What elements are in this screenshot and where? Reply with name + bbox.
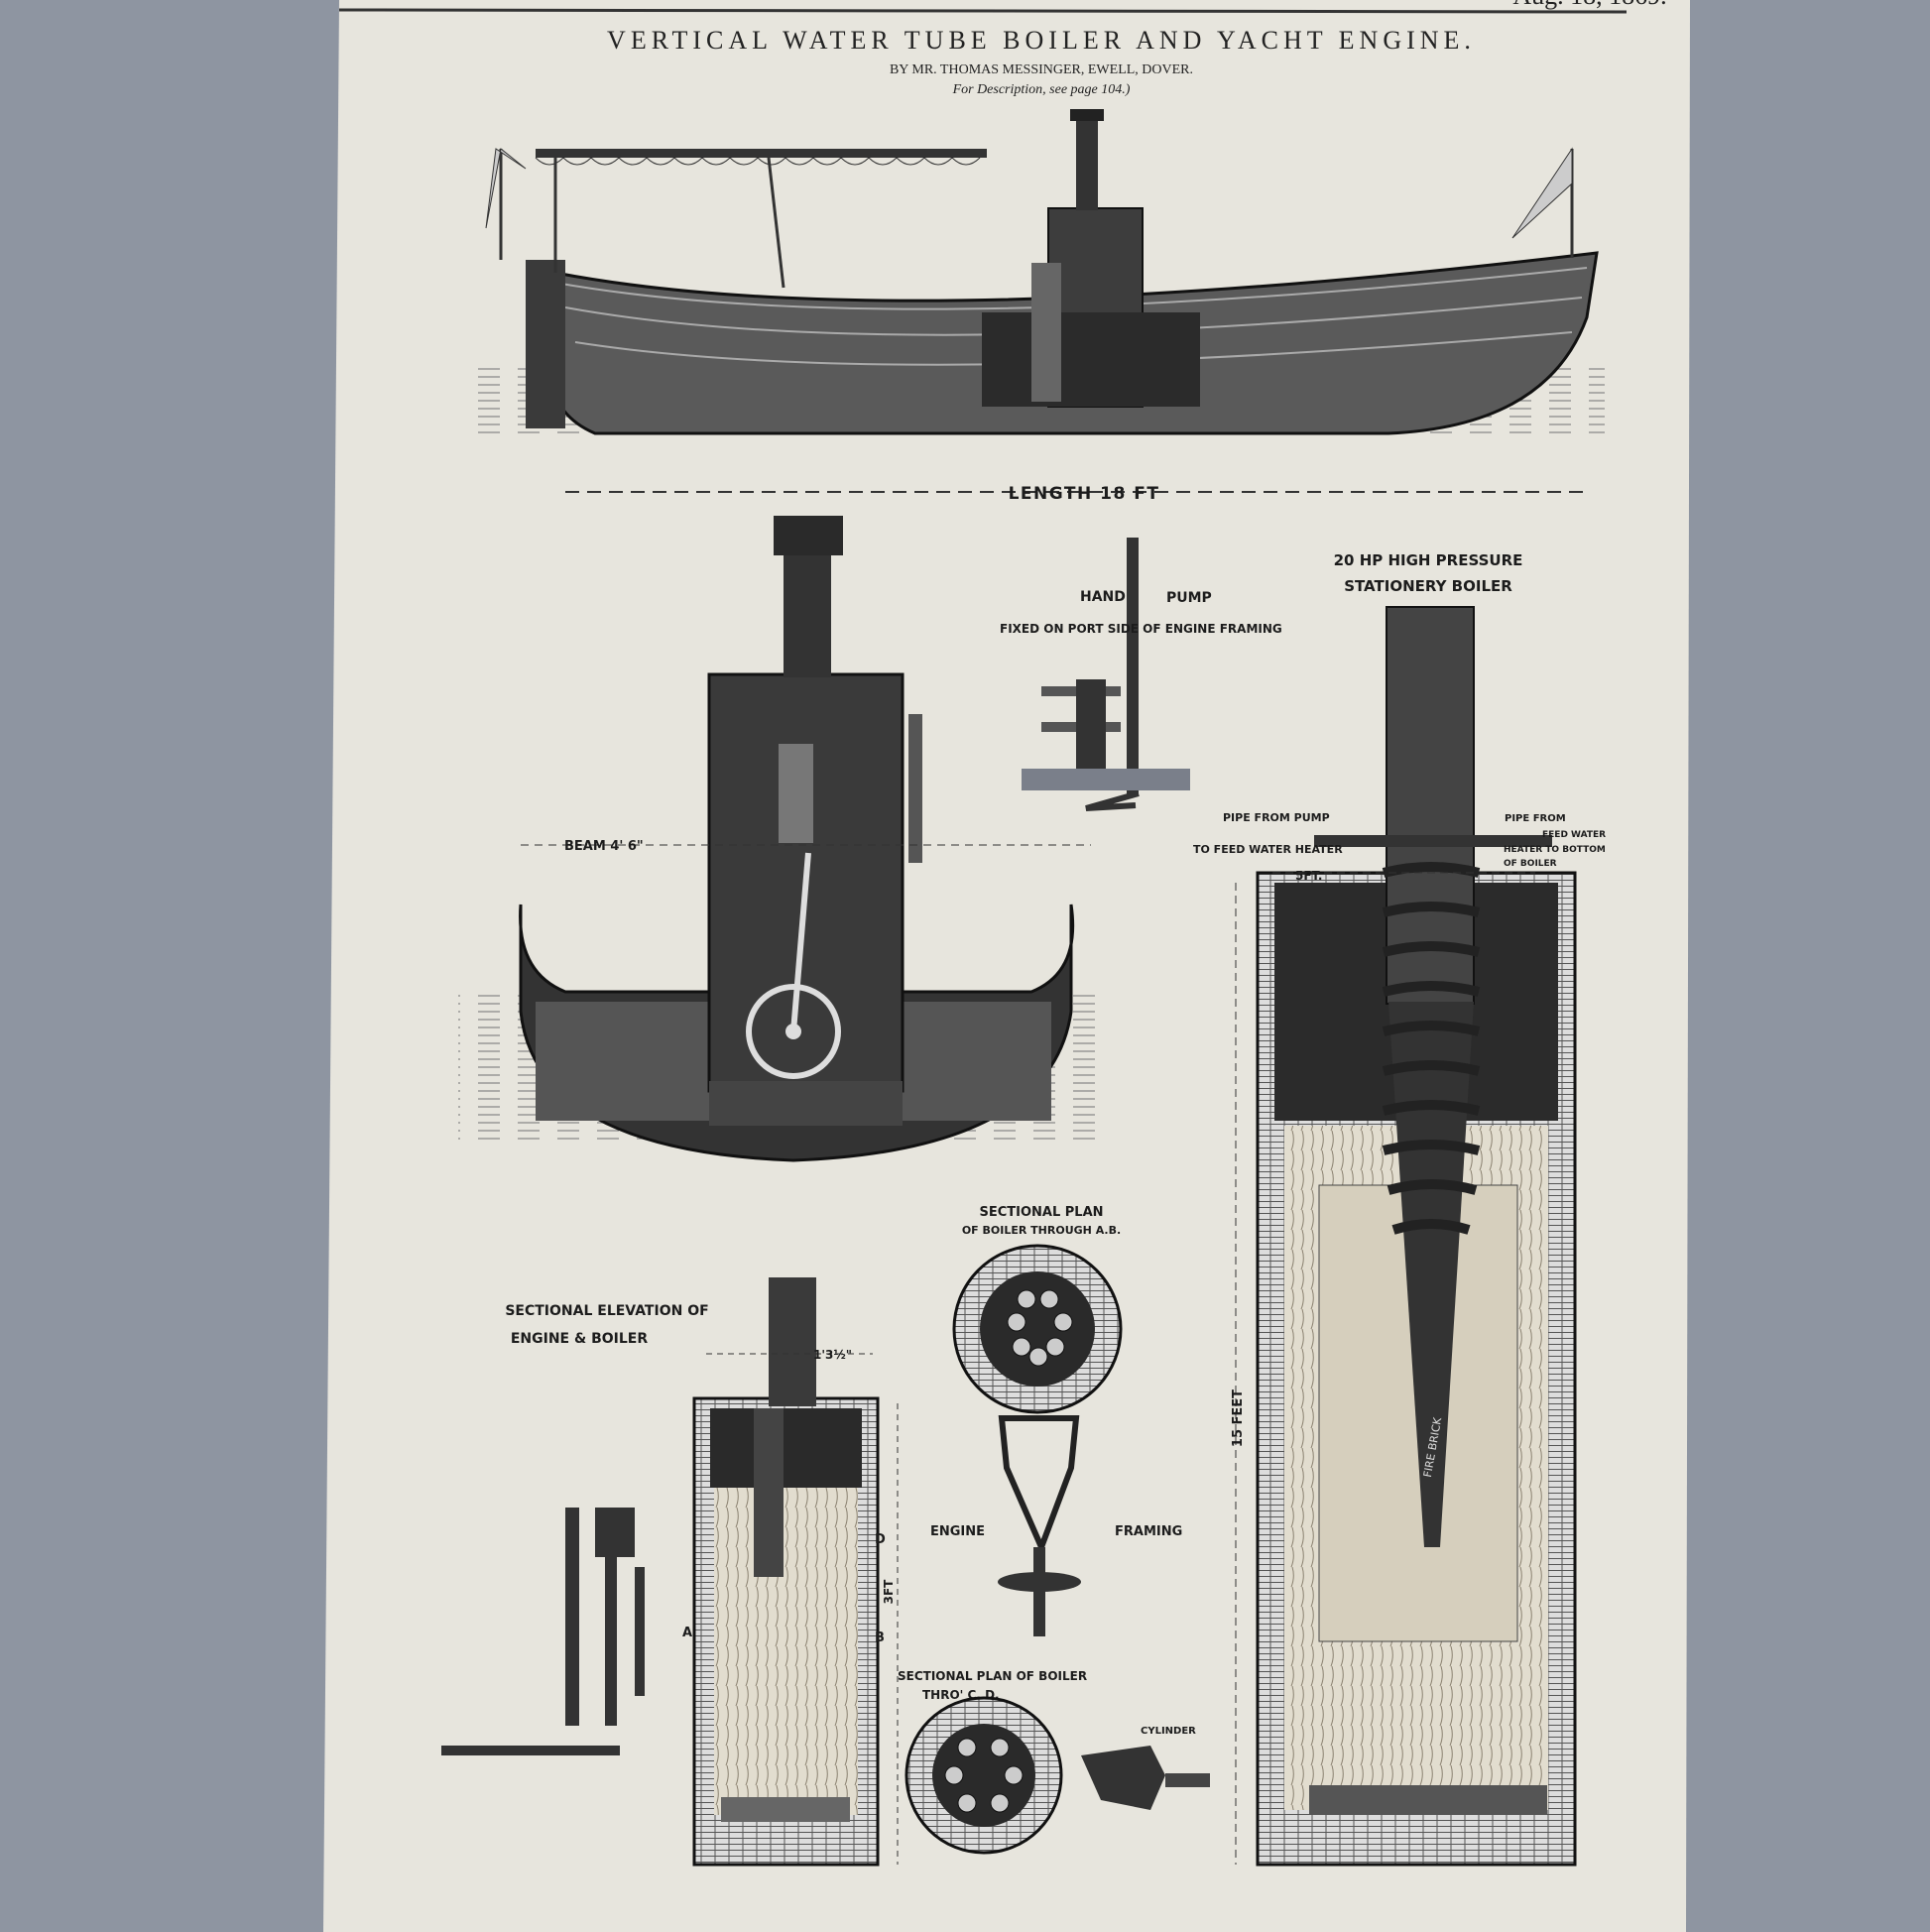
plate-title: VERTICAL WATER TUBE BOILER AND YACHT ENG… <box>607 26 1476 55</box>
sectional-plan-cd: SECTIONAL PLAN OF BOILER THRO' C. D. CYL… <box>898 1669 1210 1855</box>
plan-ab-title-2: OF BOILER THROUGH A.B. <box>962 1224 1121 1237</box>
five-ft-label: 5FT. <box>1295 869 1322 883</box>
plan-cd-title-1: SECTIONAL PLAN OF BOILER <box>898 1669 1087 1683</box>
pipe-from-pump-2: TO FEED WATER HEATER <box>1193 843 1343 856</box>
hand-pump-drawing: HAND PUMP FIXED ON PORT SIDE OF ENGINE F… <box>1000 538 1282 811</box>
mark-d: D <box>875 1532 886 1547</box>
engine-label: ENGINE <box>930 1524 985 1539</box>
issue-date: Aug. 18, 1869. <box>1512 0 1666 10</box>
sec-elev-title-2: ENGINE & BOILER <box>511 1331 648 1347</box>
pipe-from-2: FEED WATER <box>1542 830 1606 840</box>
pipe-from-4: OF BOILER <box>1504 859 1557 869</box>
pump-label: PUMP <box>1166 590 1212 606</box>
description-note: For Description, see page 104.) <box>952 82 1131 97</box>
stationery-boiler-section: 20 HP HIGH PRESSURE STATIONERY BOILER 5F… <box>1193 551 1606 1867</box>
beam-label: BEAM 4' 6" <box>564 839 644 854</box>
three-ft-label: 3FT <box>882 1579 896 1605</box>
stationery-title-1: 20 HP HIGH PRESSURE <box>1334 551 1523 569</box>
page-header: Aug. 18, 1869. VERTICAL WATER TUBE BOILE… <box>338 0 1667 97</box>
cylinder-label: CYLINDER <box>1141 1726 1196 1737</box>
framing-label: FRAMING <box>1115 1524 1182 1539</box>
sectional-plan-ab: SECTIONAL PLAN OF BOILER THROUGH A.B. EN… <box>930 1205 1182 1636</box>
yacht-side-elevation: LENGTH 18 FT <box>474 109 1605 504</box>
sec-elev-title-1: SECTIONAL ELEVATION OF <box>505 1303 708 1319</box>
length-label: LENGTH 18 FT <box>1009 484 1160 504</box>
boiler-hull-section: BEAM 4' 6" <box>458 516 1097 1162</box>
byline: BY MR. THOMAS MESSINGER, EWELL, DOVER. <box>890 62 1193 77</box>
dim-1-3-label: 1'3½" <box>813 1348 852 1362</box>
mark-a: A <box>682 1626 692 1640</box>
pipe-from-3: HEATER TO BOTTOM <box>1504 845 1606 855</box>
fifteen-feet-label: 15 FEET <box>1231 1389 1246 1447</box>
pipe-from-1: PIPE FROM <box>1505 813 1566 824</box>
stationery-title-2: STATIONERY BOILER <box>1344 577 1512 595</box>
pipe-from-pump-1: PIPE FROM PUMP <box>1223 811 1330 824</box>
plan-ab-title-1: SECTIONAL PLAN <box>979 1205 1103 1220</box>
sectional-elevation-drawing: SECTIONAL ELEVATION OF ENGINE & BOILER 1… <box>441 1277 899 1867</box>
hand-label: HAND <box>1080 589 1126 605</box>
pump-fixed-label: FIXED ON PORT SIDE OF ENGINE FRAMING <box>1000 622 1282 636</box>
mark-b: B <box>875 1630 885 1645</box>
